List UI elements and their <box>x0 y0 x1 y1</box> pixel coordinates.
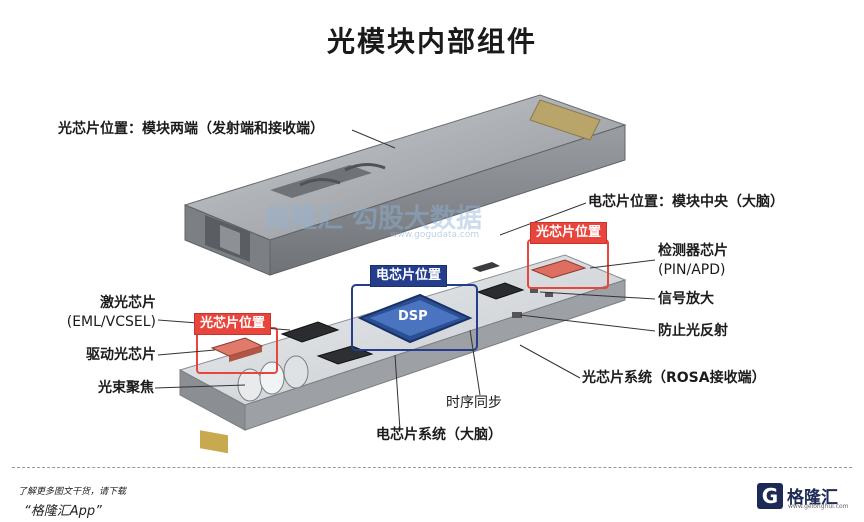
page-title: 光模块内部组件 <box>326 25 537 58</box>
label-electrical-chip-system: 电芯片系统（大脑） <box>376 427 502 443</box>
label-anti-reflection: 防止光反射 <box>658 323 728 339</box>
footer-line-1: 了解更多图文干货，请下载 <box>18 487 127 497</box>
label-detector-chip-sub: (PIN/APD) <box>658 262 726 278</box>
smd-components <box>512 288 553 318</box>
footer-line-2: “格隆汇App” <box>24 504 102 519</box>
module-housing <box>183 94 627 276</box>
laser-chip-red <box>210 337 264 362</box>
label-driver-chip: 驱动光芯片 <box>86 347 156 363</box>
brand-logo: G 格隆汇 www.gelonghui.com <box>757 481 853 513</box>
label-laser-chip-sub: (EML/VCSEL) <box>66 314 156 330</box>
tag-optical-chip-right: 光芯片位置 <box>530 222 608 244</box>
label-rosa-system: 光芯片系统（ROSA接收端） <box>582 370 766 386</box>
watermark: 格隆汇 勾股大数据 <box>265 204 483 234</box>
driver-chip-black <box>280 321 340 343</box>
logo-url: www.gelonghui.com <box>788 503 849 510</box>
label-electrical-chip-position-center: 电芯片位置：模块中央（大脑） <box>588 194 784 210</box>
label-timing-sync: 时序同步 <box>446 395 502 411</box>
label-laser-chip: 激光芯片 <box>100 295 156 311</box>
logo-g-icon: G <box>757 483 783 509</box>
label-signal-amplifier: 信号放大 <box>658 291 714 307</box>
logo-name: 格隆汇 <box>787 488 838 508</box>
dsp-label: DSP <box>398 309 428 324</box>
tag-optical-chip-left: 光芯片位置 <box>194 313 272 335</box>
dsp-chip <box>357 293 473 344</box>
detector-chip-red <box>530 259 587 279</box>
label-detector-chip: 检测器芯片 <box>658 243 728 259</box>
label-beam-focus: 光束聚焦 <box>98 380 154 396</box>
label-optical-chip-position-ends: 光芯片位置：模块两端（发射端和接收端） <box>58 121 324 137</box>
small-chip <box>472 262 500 272</box>
tag-electrical-chip: 电芯片位置 <box>370 265 448 287</box>
optical-module-diagram <box>154 94 656 454</box>
lens-assembly <box>237 355 309 402</box>
watermark-url: www.gogudata.com <box>390 230 480 240</box>
amplifier-chip-black <box>476 282 525 300</box>
footer-divider <box>12 467 852 468</box>
